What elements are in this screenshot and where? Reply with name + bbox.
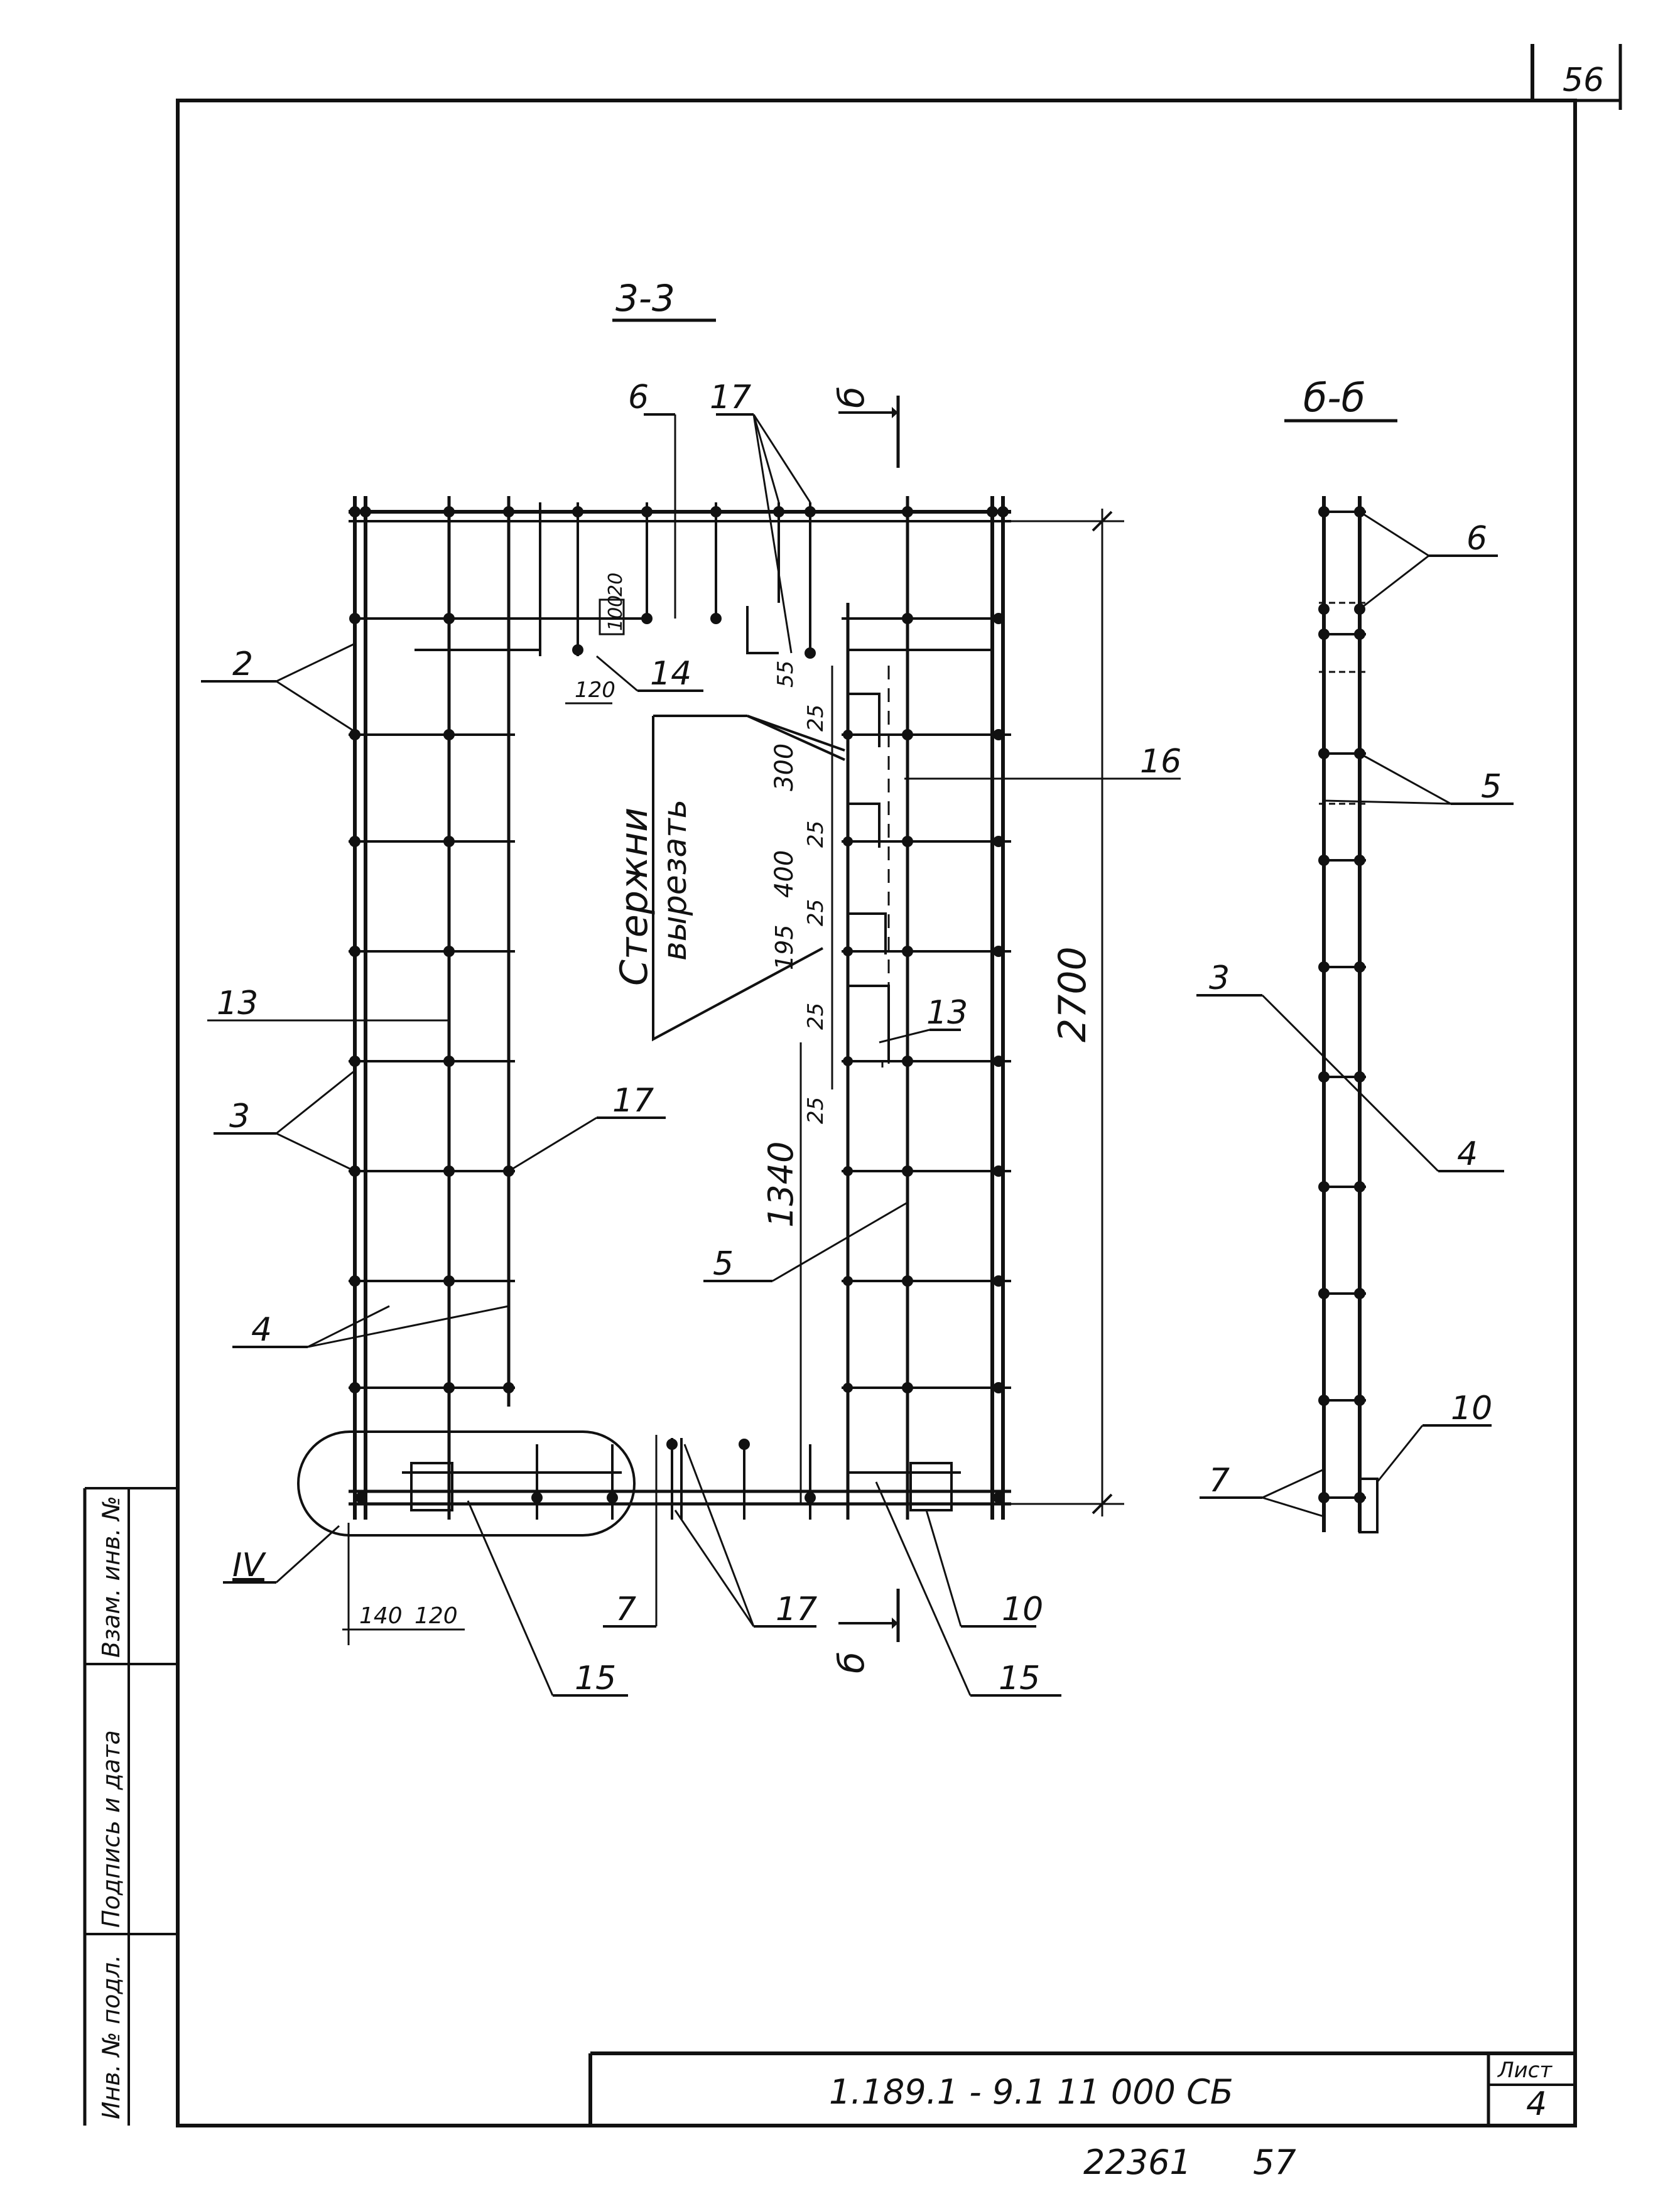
b-b-plate [1358, 1478, 1379, 1533]
label-3: 3 [229, 1098, 250, 1135]
bottom-short-bars [536, 1438, 811, 1520]
dim-25c: 25 [803, 899, 828, 926]
label-13-right: 13 [926, 994, 968, 1032]
dim-25d: 25 [803, 1003, 828, 1030]
dim-100: 100 [605, 595, 627, 631]
side-stamp: Взам. инв. № Подпись и дата Инв. № подл. [83, 1487, 178, 2126]
dim-top-local: 100 20 120 [565, 573, 627, 705]
stamp-vzam: Взам. инв. № [97, 1496, 125, 1658]
dim-120a: 120 [575, 678, 615, 703]
label-7: 7 [615, 1591, 636, 1628]
left-column-ties [349, 733, 515, 1389]
dim-chain-right: 55 25 300 25 400 25 195 25 25 [770, 661, 833, 1124]
stamp-inv-podl: Инв. № подл. [97, 1955, 125, 2119]
label-iv: IV [232, 1547, 266, 1584]
dim-bottom: 140 120 [342, 1523, 465, 1645]
dim-195: 195 [771, 924, 798, 970]
dim-25b: 25 [803, 821, 828, 848]
top-chord [349, 510, 1011, 651]
footer-code: 22361 [1083, 2143, 1191, 2182]
section-3-3-title: 3-3 [615, 277, 675, 320]
label-2: 2 [232, 646, 253, 683]
section-b-b-title: б-б [1303, 375, 1365, 421]
label-10: 10 [1002, 1591, 1043, 1628]
dim-25a: 25 [803, 705, 828, 732]
dim-400: 400 [770, 850, 799, 898]
sheet-label: Лист [1497, 2058, 1553, 2083]
bar-dots [349, 506, 1009, 1503]
cut-marker-bottom: б [832, 1589, 900, 1673]
label-15-left: 15 [575, 1660, 616, 1697]
note-triangle [652, 716, 823, 1042]
b-b-label-6: 6 [1466, 520, 1487, 558]
title-block: 1.189.1 - 9.1 11 000 СБ Лист 4 [588, 2051, 1575, 2126]
dim-55: 55 [773, 661, 798, 688]
dim-1340: 1340 [761, 1042, 802, 1504]
leaders [201, 413, 1181, 1697]
label-16: 16 [1140, 743, 1181, 781]
label-17-bottom: 17 [776, 1591, 817, 1628]
dim-25e: 25 [803, 1097, 828, 1124]
sheet-number: 4 [1526, 2085, 1547, 2123]
label-6: 6 [628, 379, 649, 416]
note-line-1: Стержни [612, 808, 656, 986]
b-b-label-7: 7 [1209, 1462, 1230, 1500]
cut-mark-top: б [832, 386, 872, 408]
b-b-leaders [1196, 511, 1514, 1518]
page-number: 56 [1563, 62, 1604, 99]
label-4: 4 [251, 1311, 272, 1349]
cutout-bars [746, 606, 890, 1067]
sheet-frame [176, 99, 1577, 2127]
node-iv-oval [297, 1430, 636, 1537]
label-17-top: 17 [710, 379, 751, 416]
top-short-bars [539, 502, 811, 656]
cut-mark-bottom: б [832, 1651, 872, 1673]
label-14: 14 [650, 655, 691, 693]
dim-1340-text: 1340 [761, 1142, 801, 1228]
bottom-chord [349, 1471, 1011, 1506]
right-column-ties [842, 733, 1011, 1389]
stamp-podpis: Подпись и дата [97, 1730, 125, 1928]
dim-20: 20 [605, 573, 627, 597]
label-5: 5 [713, 1245, 734, 1283]
cut-marker-top: б [832, 386, 900, 468]
b-b-label-4: 4 [1457, 1135, 1478, 1173]
dim-140: 140 [359, 1603, 403, 1629]
b-b-label-3: 3 [1209, 959, 1230, 997]
b-b-label-10: 10 [1451, 1390, 1492, 1427]
label-17-left: 17 [612, 1082, 654, 1120]
label-15-right: 15 [999, 1660, 1040, 1697]
b-b-dots [1318, 506, 1365, 1503]
note-line-2: вырезать [656, 799, 694, 961]
section-b-b: б-б [1196, 375, 1514, 1533]
label-13-left: 13 [217, 985, 258, 1022]
dim-120b: 120 [415, 1603, 458, 1629]
section-3-3: 3-3 [201, 277, 1181, 1697]
drawing-designation: 1.189.1 - 9.1 11 000 СБ [829, 2072, 1233, 2112]
dim-2700: 2700 [1011, 509, 1124, 1516]
pad-right [909, 1462, 953, 1511]
pad-left [410, 1462, 453, 1511]
b-b-label-5: 5 [1481, 768, 1502, 806]
footer-page: 57 [1253, 2143, 1296, 2182]
dim-2700-text: 2700 [1051, 946, 1095, 1042]
dim-300: 300 [770, 743, 799, 791]
